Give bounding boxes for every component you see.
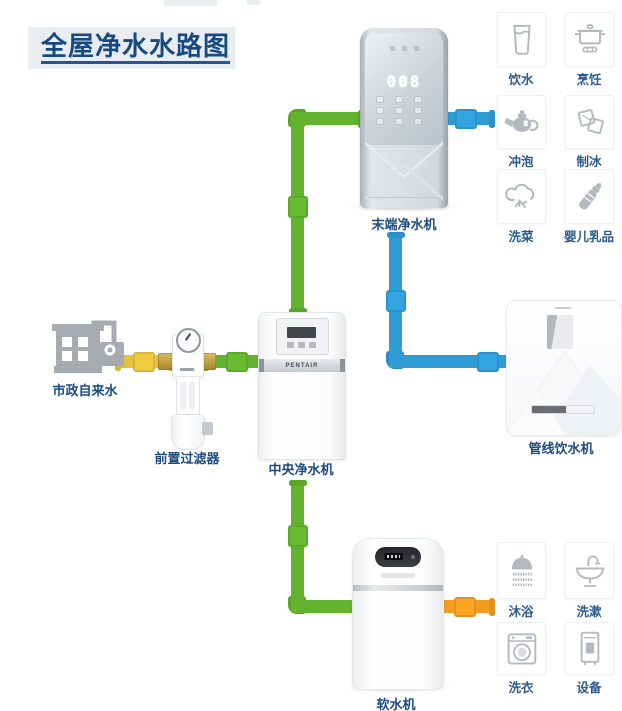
pre-filter-device: [150, 326, 224, 452]
brand-text: PENTAIR: [285, 362, 319, 369]
washing-machine-icon: [507, 633, 536, 665]
usage-label: 烹饪: [576, 73, 602, 87]
water-softener-label: 软水机: [376, 697, 416, 711]
baby-bottle-icon: [578, 182, 601, 209]
usage-tile-brewing: [497, 95, 546, 149]
usage-tile-cooking: [565, 12, 614, 67]
water-softener-device: [352, 538, 444, 690]
water-spout: [547, 315, 573, 349]
flush-valve: [202, 422, 213, 435]
pre-filter-label: 前置过滤器: [154, 451, 220, 466]
water-heater-icon: [580, 631, 599, 666]
pipe-green-softener-run: [291, 597, 358, 616]
diagram-title-box: 全屋净水水路图: [28, 27, 235, 69]
usage-label: 设备: [576, 681, 602, 695]
terminal-purifier-label: 末端净水机: [371, 217, 437, 232]
central-purifier-label: 中央净水机: [268, 462, 334, 477]
pipe-blue-dispenser-run: [389, 351, 512, 372]
vegetable-icon: [504, 183, 534, 208]
indicator-lights: [360, 46, 448, 51]
usage-label: 洗漱: [576, 605, 602, 619]
municipal-water-label: 市政自来水: [52, 383, 118, 398]
x-panel-pattern: [365, 142, 443, 200]
usage-label: 制冰: [576, 155, 602, 169]
softener-panel: [375, 547, 421, 567]
usage-label: 冲泡: [508, 155, 534, 169]
central-purifier-device: PENTAIR: [258, 312, 346, 460]
pipe-green-riser: [287, 112, 308, 314]
pipe-green-top-run: [291, 109, 364, 128]
usage-tile-baby-formula: [565, 169, 614, 224]
usage-label: 沐浴: [508, 605, 534, 619]
usage-tile-vegetables: [497, 169, 546, 224]
brass-fitting: [201, 353, 216, 370]
usage-tile-shower: [497, 542, 546, 599]
drip-tray: [531, 405, 595, 414]
panel-knob: [411, 555, 415, 559]
ice-cubes-icon: [577, 109, 604, 134]
pipe-blue-usage-run: [435, 108, 495, 129]
artifact: [163, 0, 218, 6]
panel-screen: [287, 327, 316, 338]
usage-tile-ice: [565, 95, 614, 149]
page-title: 全屋净水水路图: [41, 32, 231, 65]
shower-icon: [511, 554, 532, 586]
usage-label: 饮水: [508, 73, 534, 87]
dispenser-logo: [555, 307, 571, 309]
teapot-icon: [504, 110, 538, 132]
lid-handle: [381, 573, 415, 578]
pipe-blue-drop: [385, 232, 406, 360]
panel-buttons: [287, 342, 316, 348]
cooking-pot-icon: [574, 23, 605, 52]
usage-label: 洗衣: [508, 681, 534, 695]
brass-fitting: [158, 353, 173, 370]
panel-screen: [384, 553, 403, 560]
municipal-water-icon: [52, 320, 124, 373]
pre-filter-logo: [180, 368, 194, 371]
pipeline-dispenser-device: [506, 300, 622, 436]
touch-buttons: [376, 96, 424, 125]
terminal-purifier-device: 008: [360, 28, 448, 208]
artifact: [246, 0, 261, 5]
usage-tile-equipment: [565, 622, 614, 675]
usage-label: 洗菜: [508, 230, 534, 244]
terminal-purifier-screen: [365, 33, 443, 145]
usage-label: 婴儿乳品: [563, 230, 614, 244]
pressure-gauge-icon: [176, 328, 201, 353]
wash-basin-icon: [575, 555, 604, 587]
water-glass-icon: [512, 24, 531, 55]
seam-line: [368, 197, 440, 198]
pre-filter-canister: [171, 414, 205, 450]
central-purifier-panel: [276, 318, 329, 355]
pre-filter-sight-glass: [176, 376, 200, 416]
tds-display: 008: [386, 72, 422, 91]
usage-tile-drinking: [497, 12, 546, 67]
usage-tile-washing-up: [565, 542, 614, 599]
trim-band: [353, 585, 443, 591]
pipe-green-softener-drop: [287, 480, 308, 613]
usage-tile-laundry: [497, 622, 546, 675]
pipeline-dispenser-label: 管线饮水机: [528, 441, 594, 456]
brand-band: PENTAIR: [259, 359, 345, 372]
